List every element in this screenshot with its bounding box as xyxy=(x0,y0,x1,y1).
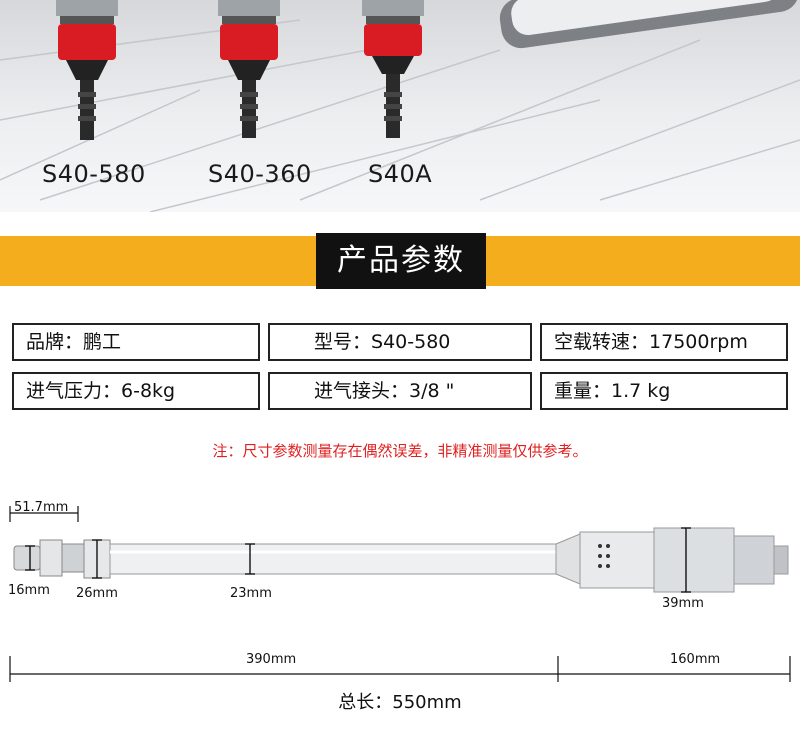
spec-brand-value: 鹏工 xyxy=(83,331,122,353)
section-title: 产品参数 xyxy=(316,233,486,289)
spec-pressure: 进气压力：6-8kg xyxy=(12,372,260,410)
model-label-2: S40-360 xyxy=(208,160,312,188)
tool-outline xyxy=(13,527,789,593)
spec-inlet-label: 进气接头： xyxy=(314,380,410,402)
total-length-label: 总长： xyxy=(338,692,393,713)
spec-weight-label: 重量： xyxy=(554,380,612,402)
spec-speed-value: 17500rpm xyxy=(649,331,748,353)
disclaimer-note: 注：尺寸参数测量存在偶然误差，非精准测量仅供参考。 xyxy=(212,442,588,460)
spec-inlet-value: 3/8 " xyxy=(409,380,455,402)
spec-weight-value: 1.7 kg xyxy=(611,380,671,402)
spec-pressure-label: 进气压力： xyxy=(26,380,122,402)
model-label-3: S40A xyxy=(368,160,433,188)
dim-body-diameter: 39mm xyxy=(662,596,704,611)
spec-model: 型号：S40-580 xyxy=(268,323,532,361)
spec-inlet: 进气接头：3/8 " xyxy=(268,372,532,410)
total-length-value: 550mm xyxy=(392,692,462,713)
model-label-1: S40-580 xyxy=(42,160,146,188)
product-photo-art xyxy=(0,0,800,212)
total-length: 总长：550mm xyxy=(0,688,800,714)
spec-brand-label: 品牌： xyxy=(26,331,84,353)
spec-speed-label: 空载转速： xyxy=(554,331,650,353)
spec-brand: 品牌：鹏工 xyxy=(12,323,260,361)
spec-model-value: S40-580 xyxy=(371,331,451,353)
tool-s40-360 xyxy=(218,0,280,138)
dim-body-length: 160mm xyxy=(670,652,721,667)
spec-pressure-value: 6-8kg xyxy=(121,380,176,402)
spec-weight: 重量：1.7 kg xyxy=(540,372,788,410)
dim-shaft-length: 390mm xyxy=(246,652,297,667)
spec-model-label: 型号： xyxy=(314,331,372,353)
tool-s40a xyxy=(362,0,424,138)
dim-tip-diameter: 16mm xyxy=(8,583,50,598)
dim-shaft-diameter: 23mm xyxy=(230,586,272,601)
spec-speed: 空载转速：17500rpm xyxy=(540,323,788,361)
dim-collar-diameter: 26mm xyxy=(76,586,118,601)
dim-tip-length: 51.7mm xyxy=(14,500,69,515)
product-photo: S40-580 S40-360 S40A xyxy=(0,0,800,212)
tool-s40-580 xyxy=(56,0,118,140)
dimension-drawing xyxy=(9,506,791,682)
